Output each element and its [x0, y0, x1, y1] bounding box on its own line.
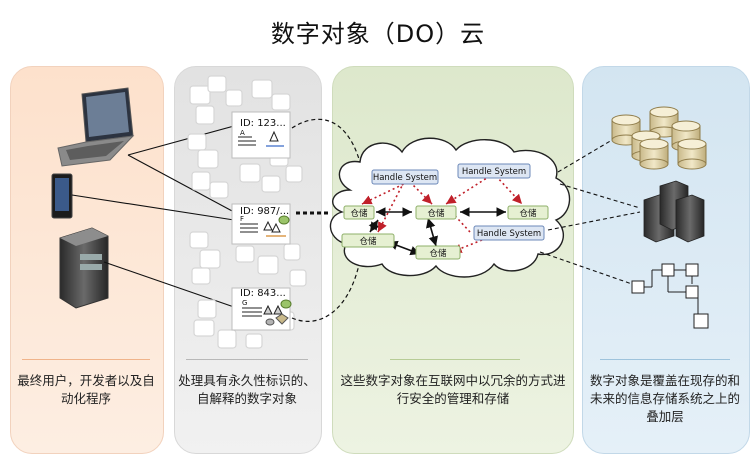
divider-storage — [600, 359, 730, 360]
repository-label-2: 仓储 — [427, 208, 445, 219]
smartphone-icon — [51, 173, 73, 219]
divider-cloud — [390, 359, 520, 360]
divider-users — [22, 359, 150, 360]
cloud-caption: 这些数字对象在互联网中以冗余的方式进行安全的管理和存储 — [340, 373, 566, 406]
users-caption: 最终用户，开发者以及自动化程序 — [17, 373, 155, 406]
digital-object-card-3 — [231, 287, 292, 331]
object-id-3: ID: 843... — [240, 288, 286, 299]
laptop-icon — [57, 87, 135, 167]
digital-object-card-2 — [231, 203, 291, 245]
repository-box-1 — [343, 205, 375, 220]
handle-system-box-1 — [371, 169, 439, 185]
repository-box-4 — [341, 233, 395, 248]
hierarchy-tree-icon — [631, 263, 709, 329]
repository-label-4: 仓储 — [359, 236, 377, 247]
handle-system-box-3 — [473, 225, 545, 241]
repository-box-2 — [415, 205, 457, 220]
repository-box-3 — [507, 205, 549, 220]
object-glyph-1: A — [240, 129, 245, 137]
repository-label-5: 仓储 — [429, 248, 447, 259]
divider-objects — [186, 359, 308, 360]
handle-system-box-2 — [457, 163, 531, 179]
object-id-2: ID: 987/... — [240, 206, 289, 217]
repository-label-1: 仓储 — [350, 208, 368, 219]
object-id-1: ID: 123... — [240, 118, 286, 129]
handle-system-label-1: Handle System — [373, 173, 437, 183]
digital-object-card-1 — [231, 111, 291, 159]
object-glyph-2: F — [240, 215, 244, 223]
object-glyph-3: G — [242, 299, 247, 307]
server-tower-icon — [59, 227, 109, 309]
storage-layer-panel — [582, 66, 750, 454]
repository-label-3: 仓储 — [519, 208, 537, 219]
handle-system-label-3: Handle System — [477, 229, 541, 239]
server-cluster-icon — [643, 180, 705, 243]
repository-box-5 — [415, 245, 461, 260]
diagram-title: 数字对象（DO）云 — [270, 20, 486, 48]
database-cylinders-icon — [611, 106, 707, 170]
storage-caption: 数字对象是覆盖在现存的和未来的信息存储系统之上的叠加层 — [589, 373, 740, 424]
objects-caption: 处理具有永久性标识的、自解释的数字对象 — [178, 373, 316, 406]
handle-system-label-2: Handle System — [462, 167, 526, 177]
